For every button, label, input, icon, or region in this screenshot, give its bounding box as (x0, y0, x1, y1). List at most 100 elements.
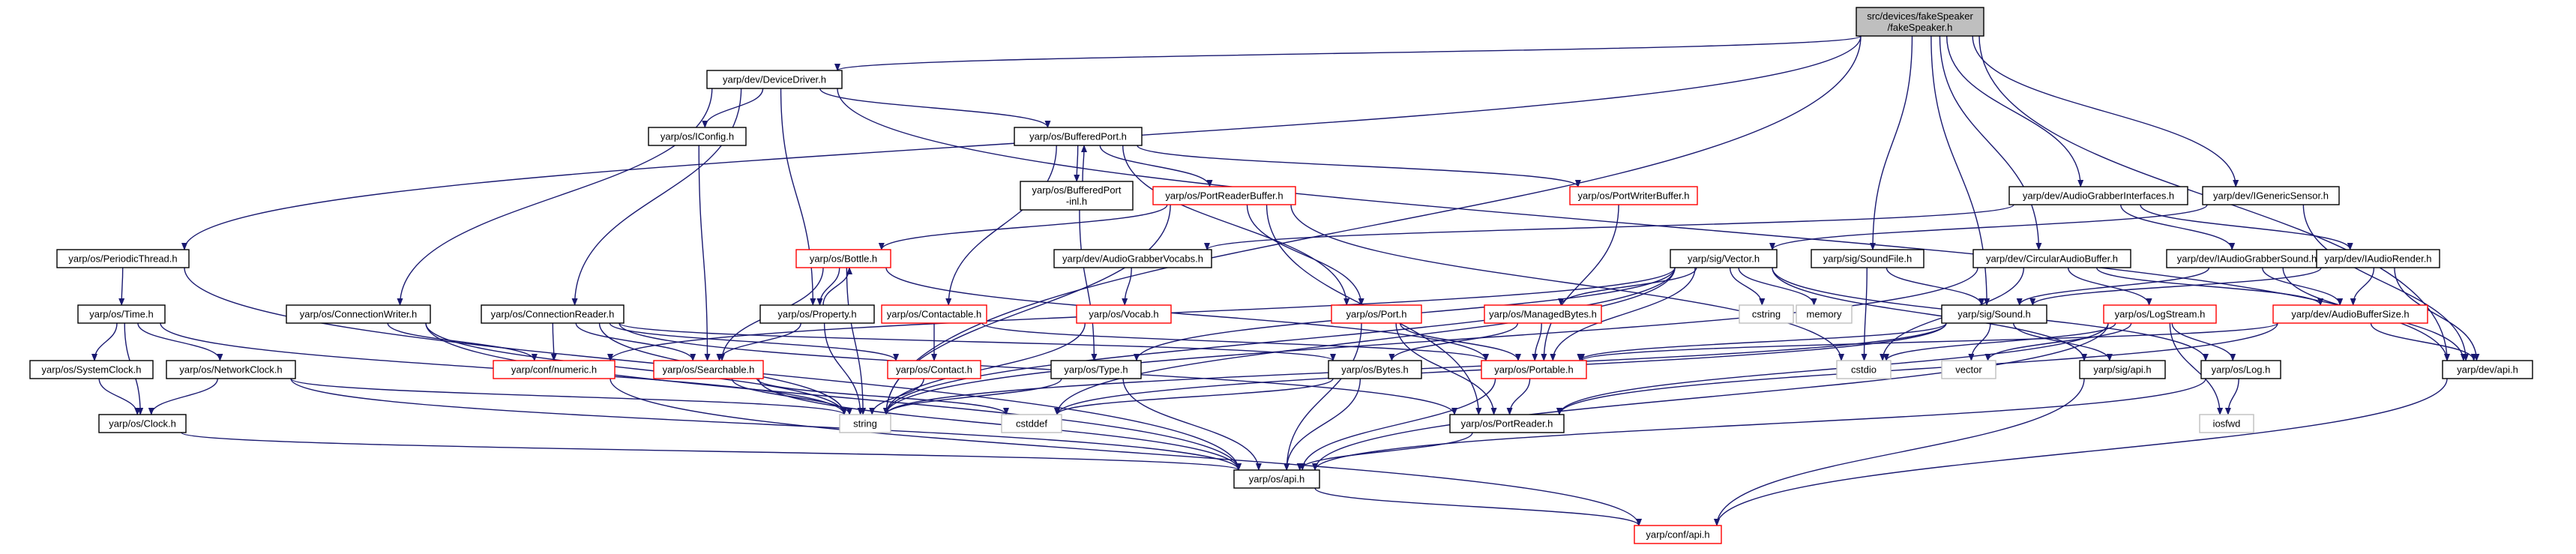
node-box (2199, 414, 2254, 433)
edge-BufferedPort-to-PortWriterBuffer (1137, 145, 1581, 187)
node-Clock[interactable]: yarp/os/Clock.h (98, 414, 187, 433)
node-label: cstddef (1016, 418, 1047, 430)
node-AudioBufferSize[interactable]: yarp/dev/AudioBufferSize.h (2272, 304, 2428, 324)
node-label: yarp/dev/IGenericSensor.h (2213, 190, 2329, 202)
node-box (839, 414, 891, 433)
edge-IAudioGrabberSound-to-AudioBufferSize (2262, 267, 2344, 306)
node-Time[interactable]: yarp/os/Time.h (77, 304, 166, 324)
node-Vocab[interactable]: yarp/os/Vocab.h (1076, 304, 1172, 324)
node-IGenericSensor[interactable]: yarp/dev/IGenericSensor.h (2202, 186, 2340, 205)
node-SystemClock[interactable]: yarp/os/SystemClock.h (29, 360, 154, 379)
node-PortReader[interactable]: yarp/os/PortReader.h (1449, 414, 1565, 433)
node-IAudioRender[interactable]: yarp/dev/IAudioRender.h (2316, 249, 2440, 268)
node-cstring: cstring (1739, 304, 1794, 324)
edge-LogStream-to-iosfwd (2169, 322, 2224, 415)
edge-ConnectionReader-to-Bytes (619, 322, 1336, 361)
node-SoundFile[interactable]: yarp/sig/SoundFile.h (1811, 249, 1925, 268)
node-Portable[interactable]: yarp/os/Portable.h (1481, 360, 1587, 379)
node-label: yarp/os/PeriodicThread.h (68, 253, 177, 265)
node-BufferedPort[interactable]: yarp/os/BufferedPort.h (1014, 127, 1143, 146)
node-label: yarp/os/BufferedPort.h (1029, 131, 1127, 142)
edge-IAudioGrabberSound-to-Sound (2016, 267, 2210, 306)
node-Contact[interactable]: yarp/os/Contact.h (887, 360, 981, 379)
node-box (1001, 414, 1062, 433)
node-label: yarp/dev/AudioGrabberInterfaces.h (2023, 190, 2174, 202)
edge-AudioBufferSize-to-devapi (2370, 322, 2477, 361)
node-label: yarp/os/Log.h (2212, 364, 2271, 376)
node-box (29, 360, 154, 379)
edge-PortWriterBuffer-to-Portable (1541, 204, 1619, 361)
node-Bytes[interactable]: yarp/os/Bytes.h (1328, 360, 1422, 379)
node-box (2442, 360, 2533, 379)
edge-IConfig-to-Searchable (698, 145, 711, 361)
node-box (1811, 249, 1925, 268)
edge-PortReaderBuffer-to-cstdio (1290, 204, 1844, 361)
edge-Portable-to-osapi (1299, 378, 1496, 471)
node-BufferedPortInl[interactable]: yarp/os/BufferedPort-inl.h (1020, 181, 1134, 211)
node-numeric[interactable]: yarp/conf/numeric.h (493, 360, 616, 379)
edge-Bytes-to-osapi (1284, 378, 1361, 471)
edge-DeviceDriver-to-ConnectionWriter (397, 88, 713, 306)
node-Sound[interactable]: yarp/sig/Sound.h (1941, 304, 2047, 324)
node-box (1739, 304, 1794, 324)
node-box (1076, 304, 1172, 324)
edge-DeviceDriver-to-ConnectionReader (571, 88, 742, 306)
node-iosfwd: iosfwd (2199, 414, 2254, 433)
edge-Contactable-to-Portable (981, 322, 1489, 361)
node-Type[interactable]: yarp/os/Type.h (1050, 360, 1142, 379)
node-label: yarp/os/ManagedBytes.h (1489, 309, 1597, 320)
node-Port[interactable]: yarp/os/Port.h (1331, 304, 1422, 324)
node-LogStream[interactable]: yarp/os/LogStream.h (2103, 304, 2217, 324)
node-IAudioGrabberSound[interactable]: yarp/dev/IAudioGrabberSound.h (2166, 249, 2328, 268)
node-box (881, 304, 987, 324)
node-ManagedBytes[interactable]: yarp/os/ManagedBytes.h (1484, 304, 1602, 324)
node-osapi[interactable]: yarp/os/api.h (1233, 469, 1320, 489)
edge-AudioGrabberVocabs-to-Vocab (1122, 267, 1132, 306)
node-box (1053, 249, 1212, 268)
node-PeriodicThread[interactable]: yarp/os/PeriodicThread.h (56, 249, 190, 268)
node-box (2316, 249, 2440, 268)
node-label: yarp/os/ConnectionWriter.h (300, 309, 418, 320)
node-cstdio: cstdio (1836, 360, 1892, 379)
node-label: yarp/os/SystemClock.h (42, 364, 142, 376)
node-CircularAudioBuffer[interactable]: yarp/dev/CircularAudioBuffer.h (1972, 249, 2131, 268)
node-devapi[interactable]: yarp/dev/api.h (2442, 360, 2533, 379)
node-label: cstdio (1851, 364, 1877, 376)
node-ConnectionReader[interactable]: yarp/os/ConnectionReader.h (481, 304, 625, 324)
node-label: yarp/os/PortReaderBuffer.h (1165, 190, 1283, 202)
node-AudioGrabberInterfaces[interactable]: yarp/dev/AudioGrabberInterfaces.h (2008, 186, 2188, 205)
edge-ConnectionWriter-to-numeric (387, 322, 538, 361)
node-root[interactable]: src/devices/fakeSpeaker/fakeSpeaker.h (1856, 7, 1984, 37)
edge-ConnectionWriter-to-osapi (425, 322, 1242, 471)
node-label: yarp/os/Searchable.h (663, 364, 755, 376)
node-Bottle[interactable]: yarp/os/Bottle.h (795, 249, 891, 268)
node-NetworkClock[interactable]: yarp/os/NetworkClock.h (166, 360, 296, 379)
node-sigapi[interactable]: yarp/sig/api.h (2079, 360, 2166, 379)
node-label: yarp/os/BufferedPort (1032, 184, 1122, 196)
node-label: yarp/os/Portable.h (1494, 364, 1574, 376)
node-Property[interactable]: yarp/os/Property.h (759, 304, 875, 324)
node-PortReaderBuffer[interactable]: yarp/os/PortReaderBuffer.h (1152, 186, 1296, 205)
edge-ConnectionWriter-to-string (425, 322, 847, 415)
edge-IGenericSensor-to-Vector (1769, 204, 2208, 250)
node-box (2272, 304, 2428, 324)
node-Vector[interactable]: yarp/sig/Vector.h (1670, 249, 1778, 268)
node-Log[interactable]: yarp/os/Log.h (2200, 360, 2281, 379)
node-label: yarp/sig/api.h (2093, 364, 2151, 376)
edge-BufferedPort-to-PortReaderBuffer (1099, 145, 1213, 187)
node-Contactable[interactable]: yarp/os/Contactable.h (881, 304, 987, 324)
node-confapi[interactable]: yarp/conf/api.h (1634, 525, 1722, 544)
node-PortWriterBuffer[interactable]: yarp/os/PortWriterBuffer.h (1569, 186, 1698, 205)
edge-LogStream-to-PortReader (1556, 322, 2109, 415)
node-Searchable[interactable]: yarp/os/Searchable.h (653, 360, 764, 379)
edge-Property-to-Searchable (716, 322, 801, 361)
node-DeviceDriver[interactable]: yarp/dev/DeviceDriver.h (706, 70, 843, 89)
node-label: yarp/dev/AudioGrabberVocabs.h (1062, 253, 1203, 265)
edge-numeric-to-confapi (610, 378, 1642, 526)
node-box (1484, 304, 1602, 324)
node-AudioGrabberVocabs[interactable]: yarp/dev/AudioGrabberVocabs.h (1053, 249, 1212, 268)
node-IConfig[interactable]: yarp/os/IConfig.h (648, 127, 747, 146)
node-box (1152, 186, 1296, 205)
node-ConnectionWriter[interactable]: yarp/os/ConnectionWriter.h (286, 304, 431, 324)
node-label: yarp/conf/api.h (1646, 529, 1709, 541)
